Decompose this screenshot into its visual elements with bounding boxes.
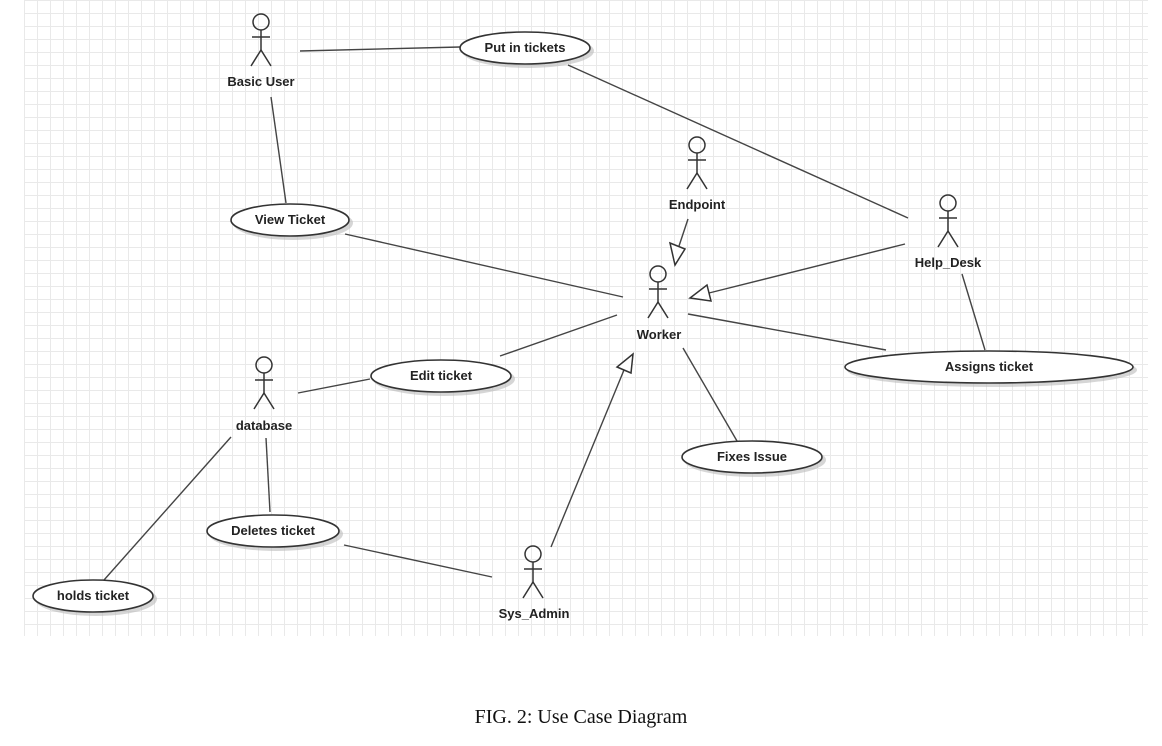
use-case-diagram: Put in tickets View Ticket Edit ticket A… (32, 13, 1137, 621)
assoc-worker-fixes-issue (682, 347, 738, 442)
assoc-worker-assigns-ticket (687, 313, 887, 351)
use-case-view-ticket: View Ticket (230, 203, 353, 240)
use-case-fixes-issue: Fixes Issue (681, 440, 826, 477)
assoc-basic-user-put-in-tickets (299, 46, 461, 52)
endpoint-stick-figure-icon (686, 136, 708, 190)
use-case-holds-ticket: holds ticket (32, 579, 157, 616)
use-case-put-in-tickets: Put in tickets (459, 31, 594, 68)
database-stick-figure-icon (253, 356, 275, 410)
assoc-deletes-ticket-sys-admin (343, 544, 493, 578)
gen-endpoint-worker-line (678, 218, 689, 247)
gen-help-desk-worker-arrowhead (688, 283, 712, 302)
assoc-database-holds-ticket (103, 436, 232, 581)
actor-worker: Worker (637, 265, 682, 342)
worker-stick-figure-icon (647, 265, 669, 319)
associations (103, 46, 986, 581)
actor-sys-admin-label: Sys_Admin (499, 606, 570, 621)
basic-user-stick-figure-icon (250, 13, 272, 67)
use-case-assigns-ticket: Assigns ticket (844, 350, 1137, 387)
use-case-fixes-issue-label: Fixes Issue (717, 449, 787, 464)
sys-admin-stick-figure-icon (522, 545, 544, 599)
assoc-view-ticket-worker (344, 233, 624, 298)
assoc-worker-edit-ticket (499, 314, 618, 357)
gen-sys-admin-worker-arrowhead (615, 352, 634, 375)
assoc-put-in-tickets-help-desk (567, 64, 909, 219)
actor-database-label: database (236, 418, 292, 433)
help-desk-stick-figure-icon (937, 194, 959, 248)
use-case-holds-ticket-label: holds ticket (57, 588, 130, 603)
use-case-edit-ticket-label: Edit ticket (410, 368, 473, 383)
assoc-basic-user-view-ticket (270, 96, 287, 204)
actor-basic-user-label: Basic User (227, 74, 294, 89)
actor-endpoint-label: Endpoint (669, 197, 726, 212)
gen-sys-admin-worker-line (550, 369, 625, 548)
actor-worker-label: Worker (637, 327, 682, 342)
actor-basic-user: Basic User (227, 13, 295, 89)
actor-sys-admin: Sys_Admin (499, 545, 570, 621)
actor-help-desk: Help_Desk (915, 194, 982, 270)
actor-endpoint: Endpoint (669, 136, 726, 212)
actor-database: database (236, 356, 292, 433)
figure-caption: FIG. 2: Use Case Diagram (474, 706, 688, 728)
gen-help-desk-worker-line (708, 243, 906, 294)
use-case-put-in-tickets-label: Put in tickets (485, 40, 566, 55)
assoc-database-edit-ticket (297, 378, 371, 394)
use-case-deletes-ticket: Deletes ticket (206, 514, 343, 551)
assoc-help-desk-assigns-ticket (961, 273, 986, 351)
use-case-deletes-ticket-label: Deletes ticket (231, 523, 315, 538)
gen-endpoint-worker-arrowhead (668, 241, 687, 267)
assoc-database-deletes-ticket (265, 437, 271, 513)
use-case-view-ticket-label: View Ticket (255, 212, 326, 227)
use-case-edit-ticket: Edit ticket (370, 359, 515, 396)
generalizations (550, 218, 906, 548)
actor-help-desk-label: Help_Desk (915, 255, 982, 270)
use-case-assigns-ticket-label: Assigns ticket (945, 359, 1034, 374)
